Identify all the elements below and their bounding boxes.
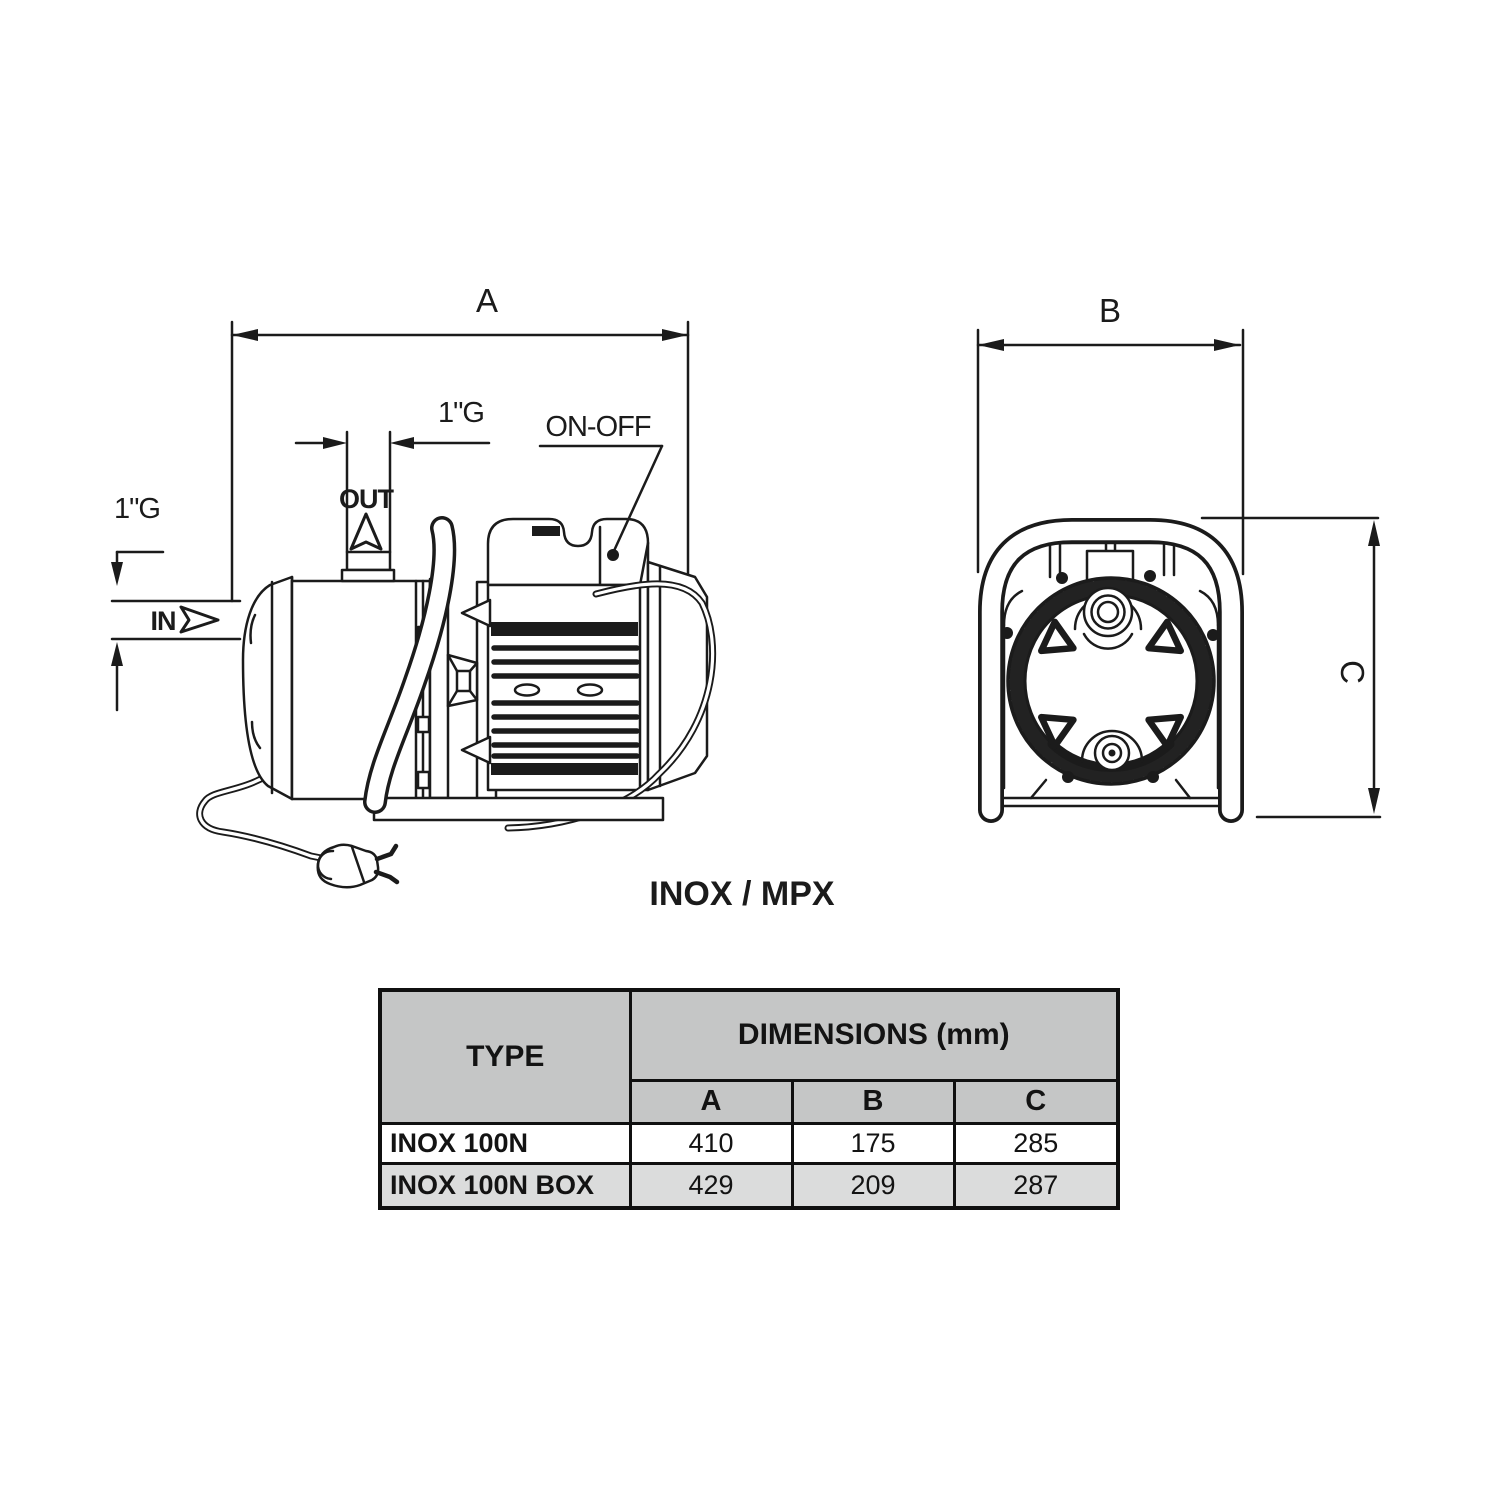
pump-side-view xyxy=(196,516,717,889)
row-value-b: 175 xyxy=(790,1121,956,1165)
row-value-b: 209 xyxy=(790,1161,956,1210)
dim-c-label: C xyxy=(1334,660,1371,684)
row-value-c: 285 xyxy=(952,1121,1120,1165)
base-plate xyxy=(372,796,665,822)
motor xyxy=(460,517,709,792)
row-type: INOX 100N xyxy=(378,1121,632,1165)
power-plug xyxy=(316,843,400,889)
dim-a-label: A xyxy=(476,282,498,319)
pump-front-view xyxy=(978,518,1244,823)
u-frame-handle xyxy=(978,518,1244,823)
dimension-b: B xyxy=(976,292,1245,576)
dimensions-header-cell: DIMENSIONS (mm) xyxy=(628,988,1120,1082)
column-header-b: B xyxy=(790,1078,956,1125)
drawing-caption: INOX / MPX xyxy=(649,875,835,913)
out-flow-arrow-icon xyxy=(349,512,383,551)
dim-b-label: B xyxy=(1099,292,1121,329)
in-size-label: 1"G xyxy=(114,493,160,525)
drain-plug xyxy=(1080,729,1144,772)
out-port-stub xyxy=(340,550,396,583)
carry-handle xyxy=(363,516,457,814)
type-header-cell: TYPE xyxy=(378,988,632,1125)
power-cable xyxy=(196,771,330,863)
in-port-label: IN xyxy=(151,606,176,636)
column-header-c: C xyxy=(952,1078,1120,1125)
table-row: INOX 100N BOX 429 209 287 xyxy=(378,1161,1120,1210)
pump-front-cap xyxy=(241,575,294,801)
row-value-c: 287 xyxy=(952,1161,1120,1210)
on-off-label: ON-OFF xyxy=(545,411,650,443)
dimension-a: A xyxy=(230,282,690,603)
table-row: INOX 100N 410 175 285 xyxy=(378,1121,1120,1165)
on-off-callout: ON-OFF xyxy=(538,411,664,561)
dimension-out-port: 1"G OUT xyxy=(294,397,491,554)
filler-cap xyxy=(1073,586,1143,650)
out-size-label: 1"G xyxy=(438,397,484,429)
column-header-a: A xyxy=(628,1078,794,1125)
in-flow-arrow-icon xyxy=(179,605,220,634)
row-value-a: 429 xyxy=(628,1161,794,1210)
dimensions-table: TYPE DIMENSIONS (mm) A B C INOX 100N 410… xyxy=(378,988,1121,1210)
out-port-label: OUT xyxy=(339,484,395,514)
dimension-c: C xyxy=(1200,516,1382,819)
row-value-a: 410 xyxy=(628,1121,794,1165)
front-base xyxy=(993,778,1224,808)
dimension-in-port: 1"G IN xyxy=(110,493,242,712)
row-type: INOX 100N BOX xyxy=(378,1161,632,1210)
face-triangles xyxy=(1038,618,1184,750)
